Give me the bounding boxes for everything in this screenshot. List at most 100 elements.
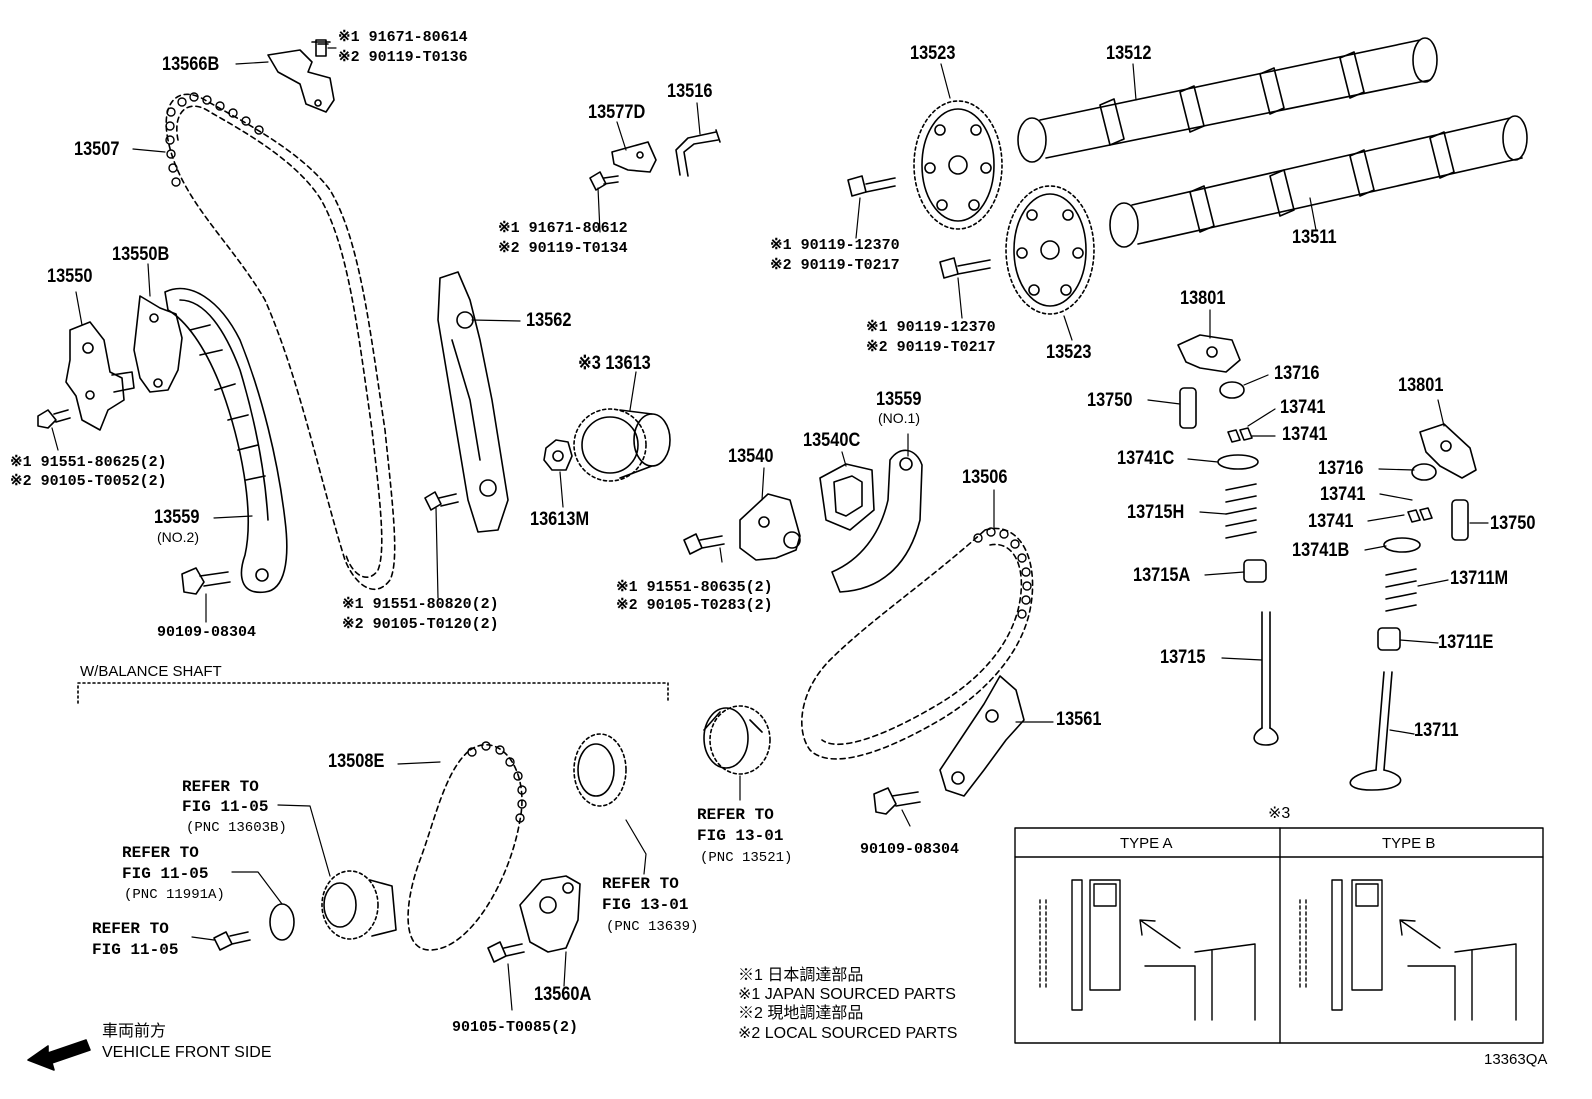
part-label-13507: 13507: [74, 139, 120, 160]
vehicle-front-arrow-icon: [27, 1039, 91, 1071]
part-label-13711: 13711: [1414, 720, 1459, 741]
lash-adjuster-13750-a: [1179, 387, 1197, 429]
bolt-label-jp-90119-12370-a: ※1 90119-12370: [770, 237, 900, 254]
part-label-13550B: 13550B: [112, 244, 170, 265]
part-label-13562: 13562: [526, 310, 572, 331]
bolt-label-jp-91551-80635: ※1 91551-80635(2): [616, 579, 773, 596]
tensioner-gasket-13550B: [133, 295, 183, 393]
bolt-label-jp-91551-80625: ※1 91551-80625(2): [10, 454, 167, 471]
part-label-13559-no1: 13559: [876, 389, 922, 410]
part-label-13711E: 13711E: [1438, 632, 1494, 653]
balance-tensioner-13560A: [519, 875, 581, 953]
part-label-13540C: 13540C: [803, 430, 861, 451]
part-label-13511: 13511: [1292, 227, 1337, 248]
lash-adjuster-13750-b: [1451, 499, 1469, 541]
part-label-13508E: 13508E: [328, 751, 385, 772]
refer-label-3a[interactable]: REFER TO: [92, 920, 169, 938]
refer-label-3b[interactable]: FIG 11-05: [92, 941, 179, 959]
chain-guide-13562: [437, 271, 509, 533]
chain-slipper-13559-no1: [831, 449, 923, 593]
refer-label-5a[interactable]: REFER TO: [697, 806, 774, 824]
part-label-13506: 13506: [962, 467, 1008, 488]
nut-13613M: [543, 439, 573, 471]
chain-tensioner-13540: [739, 493, 801, 561]
washer-11991A: [269, 903, 295, 941]
refer-label-5c: (PNC 13521): [700, 850, 793, 866]
rocker-arm-13801-b: [1419, 423, 1477, 479]
part-label-13560A: 13560A: [534, 984, 592, 1005]
valve-seal-13711E: [1377, 627, 1401, 651]
refer-label-4a[interactable]: REFER TO: [602, 875, 679, 893]
tensioner-gasket-13540C: [819, 463, 875, 531]
timing-chain-13506: [801, 527, 1034, 760]
part-label-13577D: 13577D: [588, 102, 646, 123]
camshaft-13512: [1017, 37, 1438, 163]
shim-13716-a: [1219, 381, 1245, 399]
valve-seal-13715A: [1243, 559, 1267, 583]
type-b-illustration: [1299, 879, 1517, 1021]
refer-label-4b[interactable]: FIG 13-01: [602, 896, 689, 914]
type-a-illustration: [1039, 879, 1256, 1021]
legend-local-sourced-jp: ※2 現地調達部品: [738, 1005, 864, 1022]
bolt-label-local-90105-T0052: ※2 90105-T0052(2): [10, 473, 167, 490]
crank-sprocket: [703, 705, 771, 775]
refer-label-2c: (PNC 11991A): [124, 887, 225, 903]
bolt-90109-08304-a: [181, 567, 231, 595]
bracket-13577D: [611, 141, 657, 173]
balance-sprocket-lower: [321, 870, 397, 940]
bolt-label-jp-90119-12370-b: ※1 90119-12370: [866, 319, 996, 336]
part-label-13711M: 13711M: [1450, 568, 1509, 589]
part-label-13750-a: 13750: [1087, 390, 1133, 411]
bolt-90105-T0085: [487, 941, 525, 963]
part-label-13716-a: 13716: [1274, 363, 1320, 384]
front-label-en: VEHICLE FRONT SIDE: [102, 1044, 272, 1061]
refer-label-2a[interactable]: REFER TO: [122, 844, 199, 862]
valve-keepers-13741-b: [1407, 507, 1433, 523]
bolt-label-local-90119-T0134: ※2 90119-T0134: [498, 240, 628, 257]
part-label-13715: 13715: [1160, 647, 1206, 668]
refer-label-5b[interactable]: FIG 13-01: [697, 827, 784, 845]
type-comparison-box: [1014, 827, 1544, 1044]
balance-chain-13508E: [407, 741, 527, 951]
timing-chain-13507: [165, 92, 396, 591]
part-label-13716-b: 13716: [1318, 458, 1364, 479]
refer-label-1a[interactable]: REFER TO: [182, 778, 259, 796]
balance-sprocket-upper: [573, 733, 627, 807]
refer-label-2b[interactable]: FIG 11-05: [122, 865, 209, 883]
refer-label-1b[interactable]: FIG 11-05: [182, 798, 269, 816]
leader-lines: [51, 47, 1489, 1011]
part-label-13715A: 13715A: [1133, 565, 1191, 586]
part-label-13715H: 13715H: [1127, 502, 1185, 523]
diagram-code: 13363QA: [1484, 1051, 1548, 1068]
shim-13716-b: [1411, 463, 1437, 481]
part-sublabel-no2: (NO.2): [157, 529, 199, 545]
bolt-91551-80820: [424, 491, 459, 511]
type-b-header: TYPE B: [1382, 835, 1436, 852]
bolt-11-05: [213, 931, 251, 951]
type-a-header: TYPE A: [1120, 835, 1173, 852]
balance-shaft-section-frame: [77, 682, 669, 704]
part-label-13559-no2: 13559: [154, 507, 200, 528]
part-label-13550: 13550: [47, 266, 93, 287]
cam-sprocket-13523-lower: [1005, 185, 1095, 315]
valve-spring-13711M: [1385, 568, 1417, 612]
chain-guide-bracket-13566B: [267, 39, 335, 113]
rocker-arm-13801-a: [1177, 334, 1241, 373]
bolt-label-local-90105-T0120: ※2 90105-T0120(2): [342, 616, 499, 633]
bolt-91551-80625: [37, 409, 71, 429]
bolt-label-90109-08304-b: 90109-08304: [860, 841, 960, 858]
cam-bolt-lower: [939, 257, 991, 279]
part-label-13516: 13516: [667, 81, 713, 102]
part-label-13741-d: 13741: [1308, 511, 1354, 532]
front-label-jp: 車両前方: [102, 1023, 167, 1040]
part-label-13613: ※3 13613: [578, 353, 651, 374]
part-label-13523-lower: 13523: [1046, 342, 1092, 363]
chain-slipper-13559-no2: [164, 287, 288, 593]
bolt-label-local-90119-T0217-a: ※2 90119-T0217: [770, 257, 900, 274]
bolt-label-90105-T0085: 90105-T0085(2): [452, 1019, 579, 1036]
part-sublabel-no1: (NO.1): [878, 410, 920, 426]
chain-tensioner-13550: [65, 321, 135, 431]
refer-label-1c: (PNC 13603B): [186, 820, 287, 836]
